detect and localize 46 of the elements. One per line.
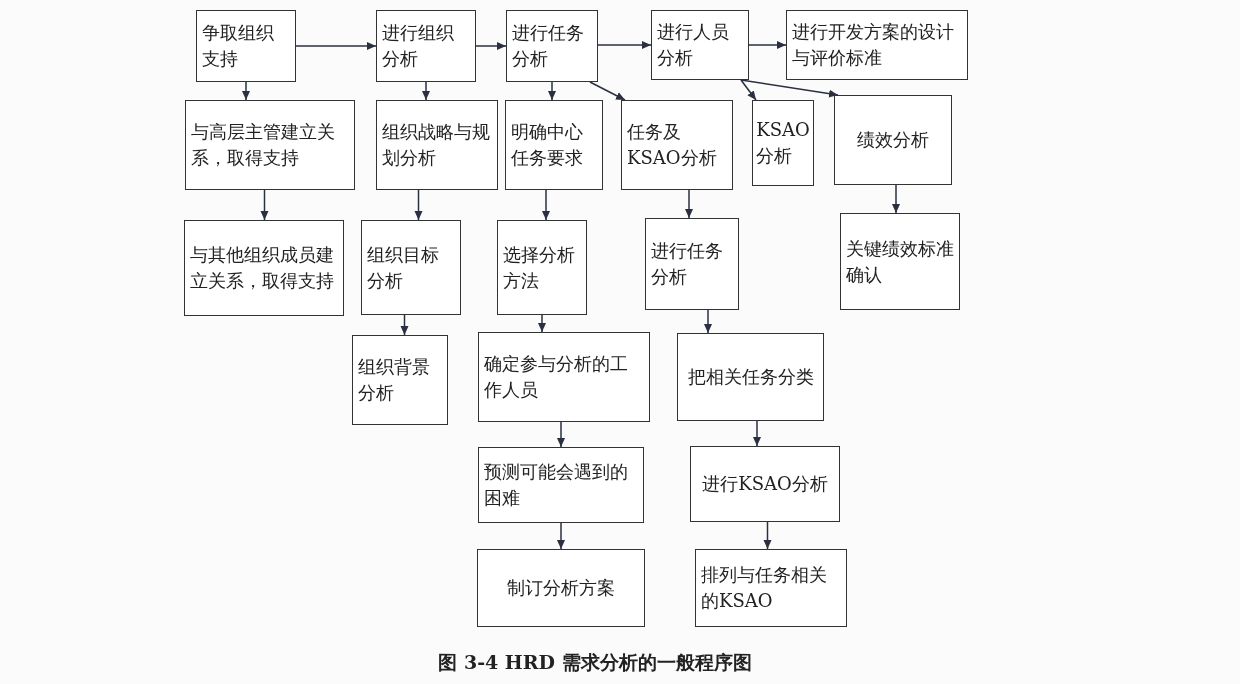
arrow — [538, 314, 546, 333]
arrow — [557, 522, 565, 550]
arrow — [422, 81, 430, 101]
arrow — [685, 189, 693, 219]
process-box: 进行任务分析 — [645, 218, 739, 310]
arrow — [542, 189, 550, 221]
process-box: 绩效分析 — [834, 95, 952, 185]
process-box: 任务及KSAO分析 — [621, 100, 733, 190]
process-box: 争取组织支持 — [196, 10, 296, 82]
process-box: 与高层主管建立关系，取得支持 — [185, 100, 355, 190]
arrow — [242, 81, 250, 101]
arrow — [892, 184, 900, 214]
arrow — [597, 41, 652, 49]
arrow — [400, 314, 409, 336]
process-box: 关键绩效标准确认 — [840, 213, 960, 310]
process-box: 制订分析方案 — [477, 549, 645, 627]
arrow — [548, 81, 556, 101]
process-box: 确定参与分析的工作人员 — [478, 332, 650, 422]
arrow — [557, 421, 565, 448]
figure-caption: 图 3-4 HRD 需求分析的一般程序图 — [437, 650, 753, 675]
arrow — [704, 309, 712, 334]
process-box: 进行任务分析 — [506, 10, 598, 82]
process-box: 明确中心任务要求 — [505, 100, 603, 190]
process-box: 进行组织分析 — [376, 10, 476, 82]
process-box: 进行开发方案的设计与评价标准 — [786, 10, 968, 80]
process-box: 进行人员分析 — [651, 10, 749, 80]
process-box: 把相关任务分类 — [677, 333, 824, 421]
arrow — [763, 521, 772, 550]
arrow — [740, 79, 757, 101]
process-box: 与其他组织成员建立关系，取得支持 — [184, 220, 344, 316]
process-box: 组织战略与规划分析 — [376, 100, 498, 190]
process-box: 排列与任务相关的KSAO — [695, 549, 847, 627]
arrow — [295, 42, 377, 50]
process-box: KSAO分析 — [752, 100, 814, 186]
arrow — [740, 79, 839, 98]
process-box: 预测可能会遇到的困难 — [478, 447, 644, 523]
process-box: 组织目标分析 — [361, 220, 461, 315]
arrow — [475, 42, 507, 50]
arrow — [589, 81, 626, 101]
arrow — [260, 189, 269, 221]
process-box: 进行KSAO分析 — [690, 446, 840, 522]
process-box: 选择分析方法 — [497, 220, 587, 315]
arrow — [748, 41, 787, 49]
process-box: 组织背景分析 — [352, 335, 448, 425]
arrow — [753, 420, 761, 447]
arrow — [414, 189, 423, 221]
